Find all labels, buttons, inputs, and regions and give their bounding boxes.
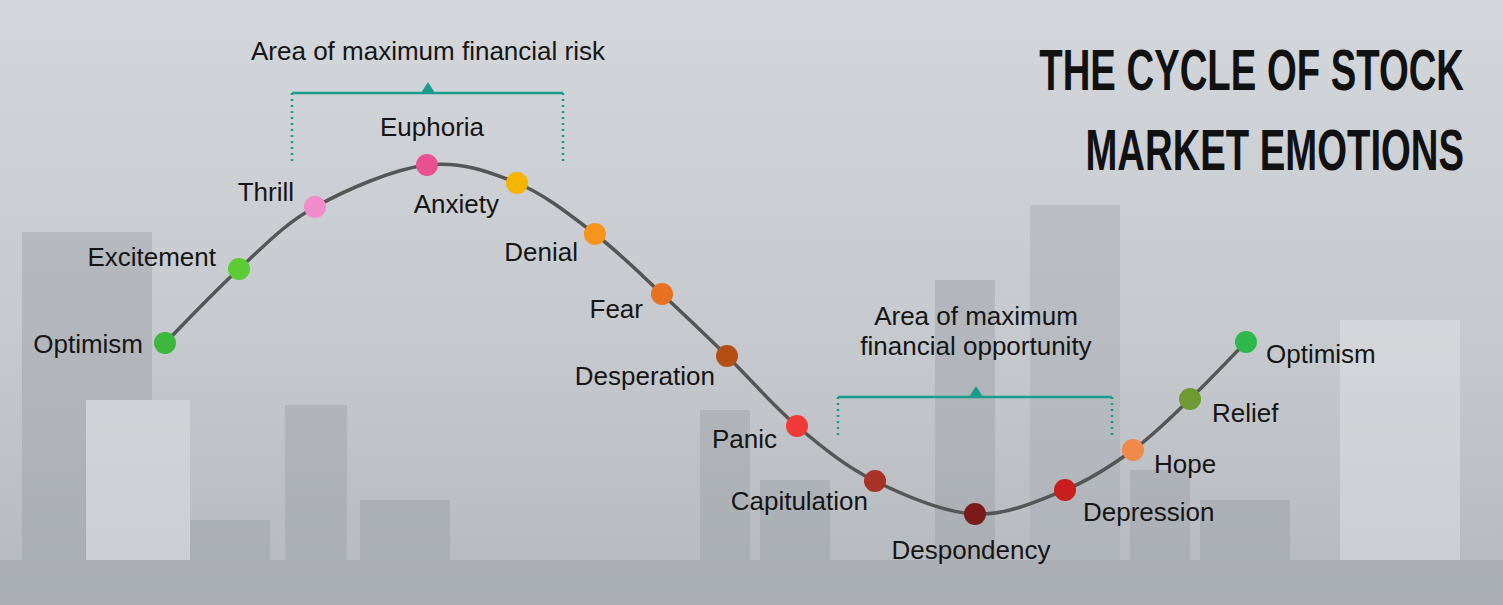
emotion-dot (584, 223, 606, 245)
emotion-dot (304, 196, 326, 218)
emotion-dot (154, 332, 176, 354)
emotion-label: Depression (1083, 498, 1215, 528)
emotion-label: Excitement (87, 243, 216, 273)
emotion-label: Despondency (892, 536, 1051, 566)
emotion-label: Relief (1212, 399, 1278, 429)
emotion-dot (1179, 388, 1201, 410)
emotion-label: Optimism (33, 330, 143, 360)
emotion-label: Anxiety (414, 190, 499, 220)
emotion-label: Capitulation (731, 487, 868, 517)
emotion-label: Fear (590, 295, 643, 325)
emotion-dot (964, 503, 986, 525)
chart-title: THE CYCLE OF STOCK MARKET EMOTIONS (1015, 30, 1464, 190)
emotion-dot (651, 283, 673, 305)
emotion-dot (506, 172, 528, 194)
skyline (0, 205, 1503, 605)
emotion-dot (786, 415, 808, 437)
emotion-label: Euphoria (380, 113, 484, 143)
emotion-label: Desperation (575, 362, 715, 392)
emotion-dot (1122, 439, 1144, 461)
emotion-label: Hope (1154, 450, 1216, 480)
emotion-dot (1054, 479, 1076, 501)
cycle-curve (165, 164, 1246, 514)
emotion-label: Panic (712, 425, 777, 455)
area-label: Area of maximum financial risk (251, 37, 605, 67)
bracket-arrow (969, 386, 983, 397)
bracket-arrow (421, 82, 435, 93)
bracket (292, 93, 1112, 438)
emotion-label: Optimism (1266, 340, 1376, 370)
emotion-dot (416, 154, 438, 176)
emotion-label: Denial (504, 238, 578, 268)
emotion-dot (228, 258, 250, 280)
emotion-label: Thrill (238, 178, 294, 208)
emotion-dot (716, 345, 738, 367)
area-label: Area of maximum financial opportunity (841, 302, 1111, 362)
emotion-dot (1235, 331, 1257, 353)
